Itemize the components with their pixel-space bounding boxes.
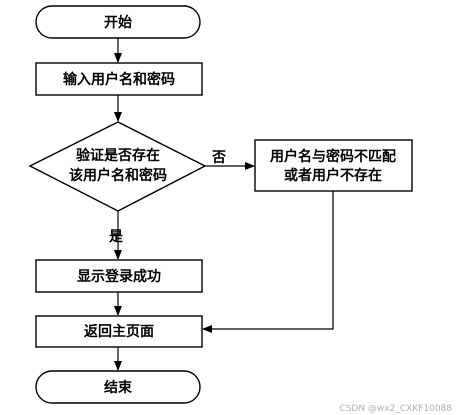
watermark-text: CSDN @wx2_CXKF10088 <box>339 404 452 414</box>
error-label-line2: 或者用户不存在 <box>284 167 382 184</box>
error-process <box>254 139 413 192</box>
arrow-error-to-home <box>202 191 334 333</box>
end-label: 结束 <box>104 379 133 396</box>
success-process <box>35 259 203 293</box>
start-label: 开始 <box>104 14 132 31</box>
decision-diamond <box>28 121 207 212</box>
input-process <box>35 62 203 96</box>
decision-label-line2: 该用户名和密码 <box>69 167 167 184</box>
home-label: 返回主页面 <box>84 323 154 340</box>
home-process <box>35 315 203 348</box>
end-terminal <box>35 370 201 404</box>
error-label-line1: 用户名与密码不匹配 <box>270 148 396 165</box>
yes-edge-label: 是 <box>109 229 124 245</box>
input-label: 输入用户名和密码 <box>63 71 175 88</box>
no-edge-label: 否 <box>211 150 226 166</box>
decision-label-line1: 验证是否存在 <box>76 147 160 164</box>
success-label: 显示登录成功 <box>77 268 161 285</box>
